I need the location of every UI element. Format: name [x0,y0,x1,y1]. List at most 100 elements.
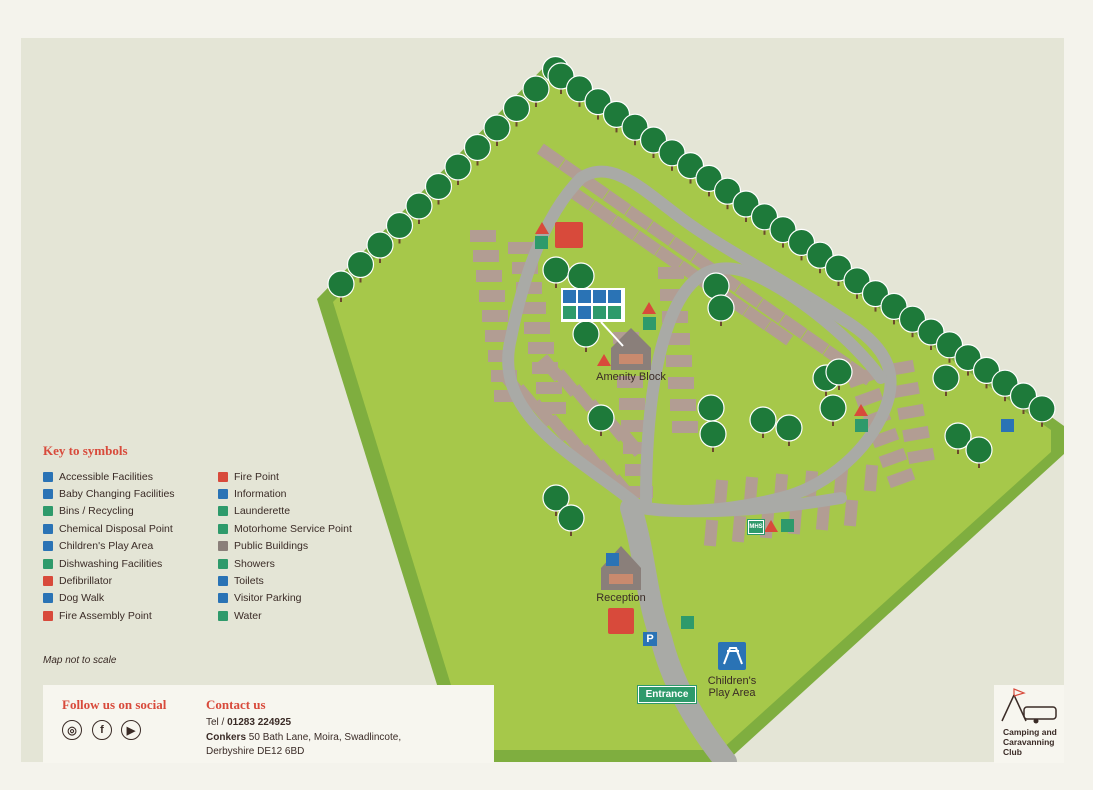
key-item-label: Baby Changing Facilities [59,488,175,501]
tree [522,75,550,103]
key-item: Fire Point [218,468,352,485]
pitch [756,298,786,324]
key-item-label: Bins / Recycling [59,505,134,518]
facebook-icon[interactable]: f [92,720,112,740]
water-icon [855,419,868,432]
key-item: Dog Walk [43,590,175,607]
instagram-icon[interactable]: ◎ [62,720,82,740]
pitch [734,283,764,308]
key-item: Dishwashing Facilities [43,555,175,572]
tree [567,262,595,290]
pitch [588,200,618,226]
tree [327,270,355,298]
pitch [878,447,908,469]
motorhome-service-icon [218,523,228,534]
pitch [646,221,676,246]
pitch [870,427,900,449]
key-item: Chemical Disposal Point [43,520,175,537]
tree [366,231,394,259]
tree [944,422,972,450]
accessible-icon [43,471,53,482]
fire-point-icon [535,222,549,234]
tree [749,406,777,434]
key-item: Fire Assembly Point [43,607,175,624]
tent-caravan-logo-icon [1001,688,1057,724]
pitch [778,314,808,339]
pitch [617,376,643,388]
club-logo: Camping and Caravanning Club [994,685,1064,763]
bins-icon [681,616,694,629]
key-item-label: Launderette [234,505,291,518]
tree [405,192,433,220]
pitch [892,381,920,399]
contact-title: Contact us [206,697,266,712]
bins-icon [43,506,53,517]
pitch [668,236,698,262]
site-map: Amenity Block Reception Children's Play … [21,38,1064,762]
pitch [602,190,632,215]
pitch [658,267,684,279]
water-icon [535,236,548,249]
pitch [800,329,830,355]
pitch [846,367,876,389]
fire-point-icon [597,354,611,366]
tree [819,394,847,422]
pitch [654,245,684,271]
fire-assembly-icon [43,610,53,621]
showers-icon [218,558,228,569]
tree [587,404,615,432]
pitch [742,305,772,331]
inner-road [640,262,887,509]
key-item-label: Children's Play Area [59,540,154,553]
telephone-number[interactable]: 01283 224925 [227,717,292,728]
road-network [502,165,897,762]
address-line-2: Derbyshire DE12 6BD [206,746,305,757]
pitch [479,290,505,302]
pitch [886,467,916,489]
address-line-1: Conkers 50 Bath Lane, Moira, Swadlincote… [206,732,402,743]
scale-note: Map not to scale [43,655,117,666]
amenity-block-building [611,328,651,370]
telephone-line: Tel / 01283 224925 [206,717,292,728]
entrance-sign: Entrance [638,686,696,703]
tree [557,504,585,532]
key-item-label: Fire Assembly Point [59,609,152,622]
tree [825,358,853,386]
key-item-label: Public Buildings [234,540,309,553]
youtube-icon[interactable]: ▶ [121,720,141,740]
key-item-label: Showers [234,557,275,570]
tree [385,211,414,240]
pitch [470,230,496,242]
parking-icon [643,632,657,646]
dishwashing-icon [43,558,53,569]
pitch [524,322,550,334]
toilets-icon [218,576,228,587]
fire-point-icon [218,471,228,482]
pitch [536,382,562,394]
key-item-label: Dishwashing Facilities [59,557,163,570]
fire-point-icon [854,404,868,416]
key-item: Launderette [218,503,352,520]
pitch [670,399,696,411]
water-icon [218,610,228,621]
tree [572,320,600,348]
key-item-label: Chemical Disposal Point [59,522,173,535]
trees [327,55,1056,536]
pitch [854,387,884,409]
south-road [620,497,737,762]
pitch [666,355,692,367]
key-item-label: Information [234,488,287,501]
water-icon [643,317,656,330]
tree [424,172,453,201]
pitch [902,425,930,443]
key-item: Children's Play Area [43,538,175,555]
pitch [897,403,925,421]
key-item-label: Fire Point [234,470,279,483]
launderette-icon [218,506,228,517]
pitch [632,230,662,256]
pitch [528,342,554,354]
tree [542,484,570,512]
pitch [508,242,534,254]
defibrillator-icon [43,576,53,587]
